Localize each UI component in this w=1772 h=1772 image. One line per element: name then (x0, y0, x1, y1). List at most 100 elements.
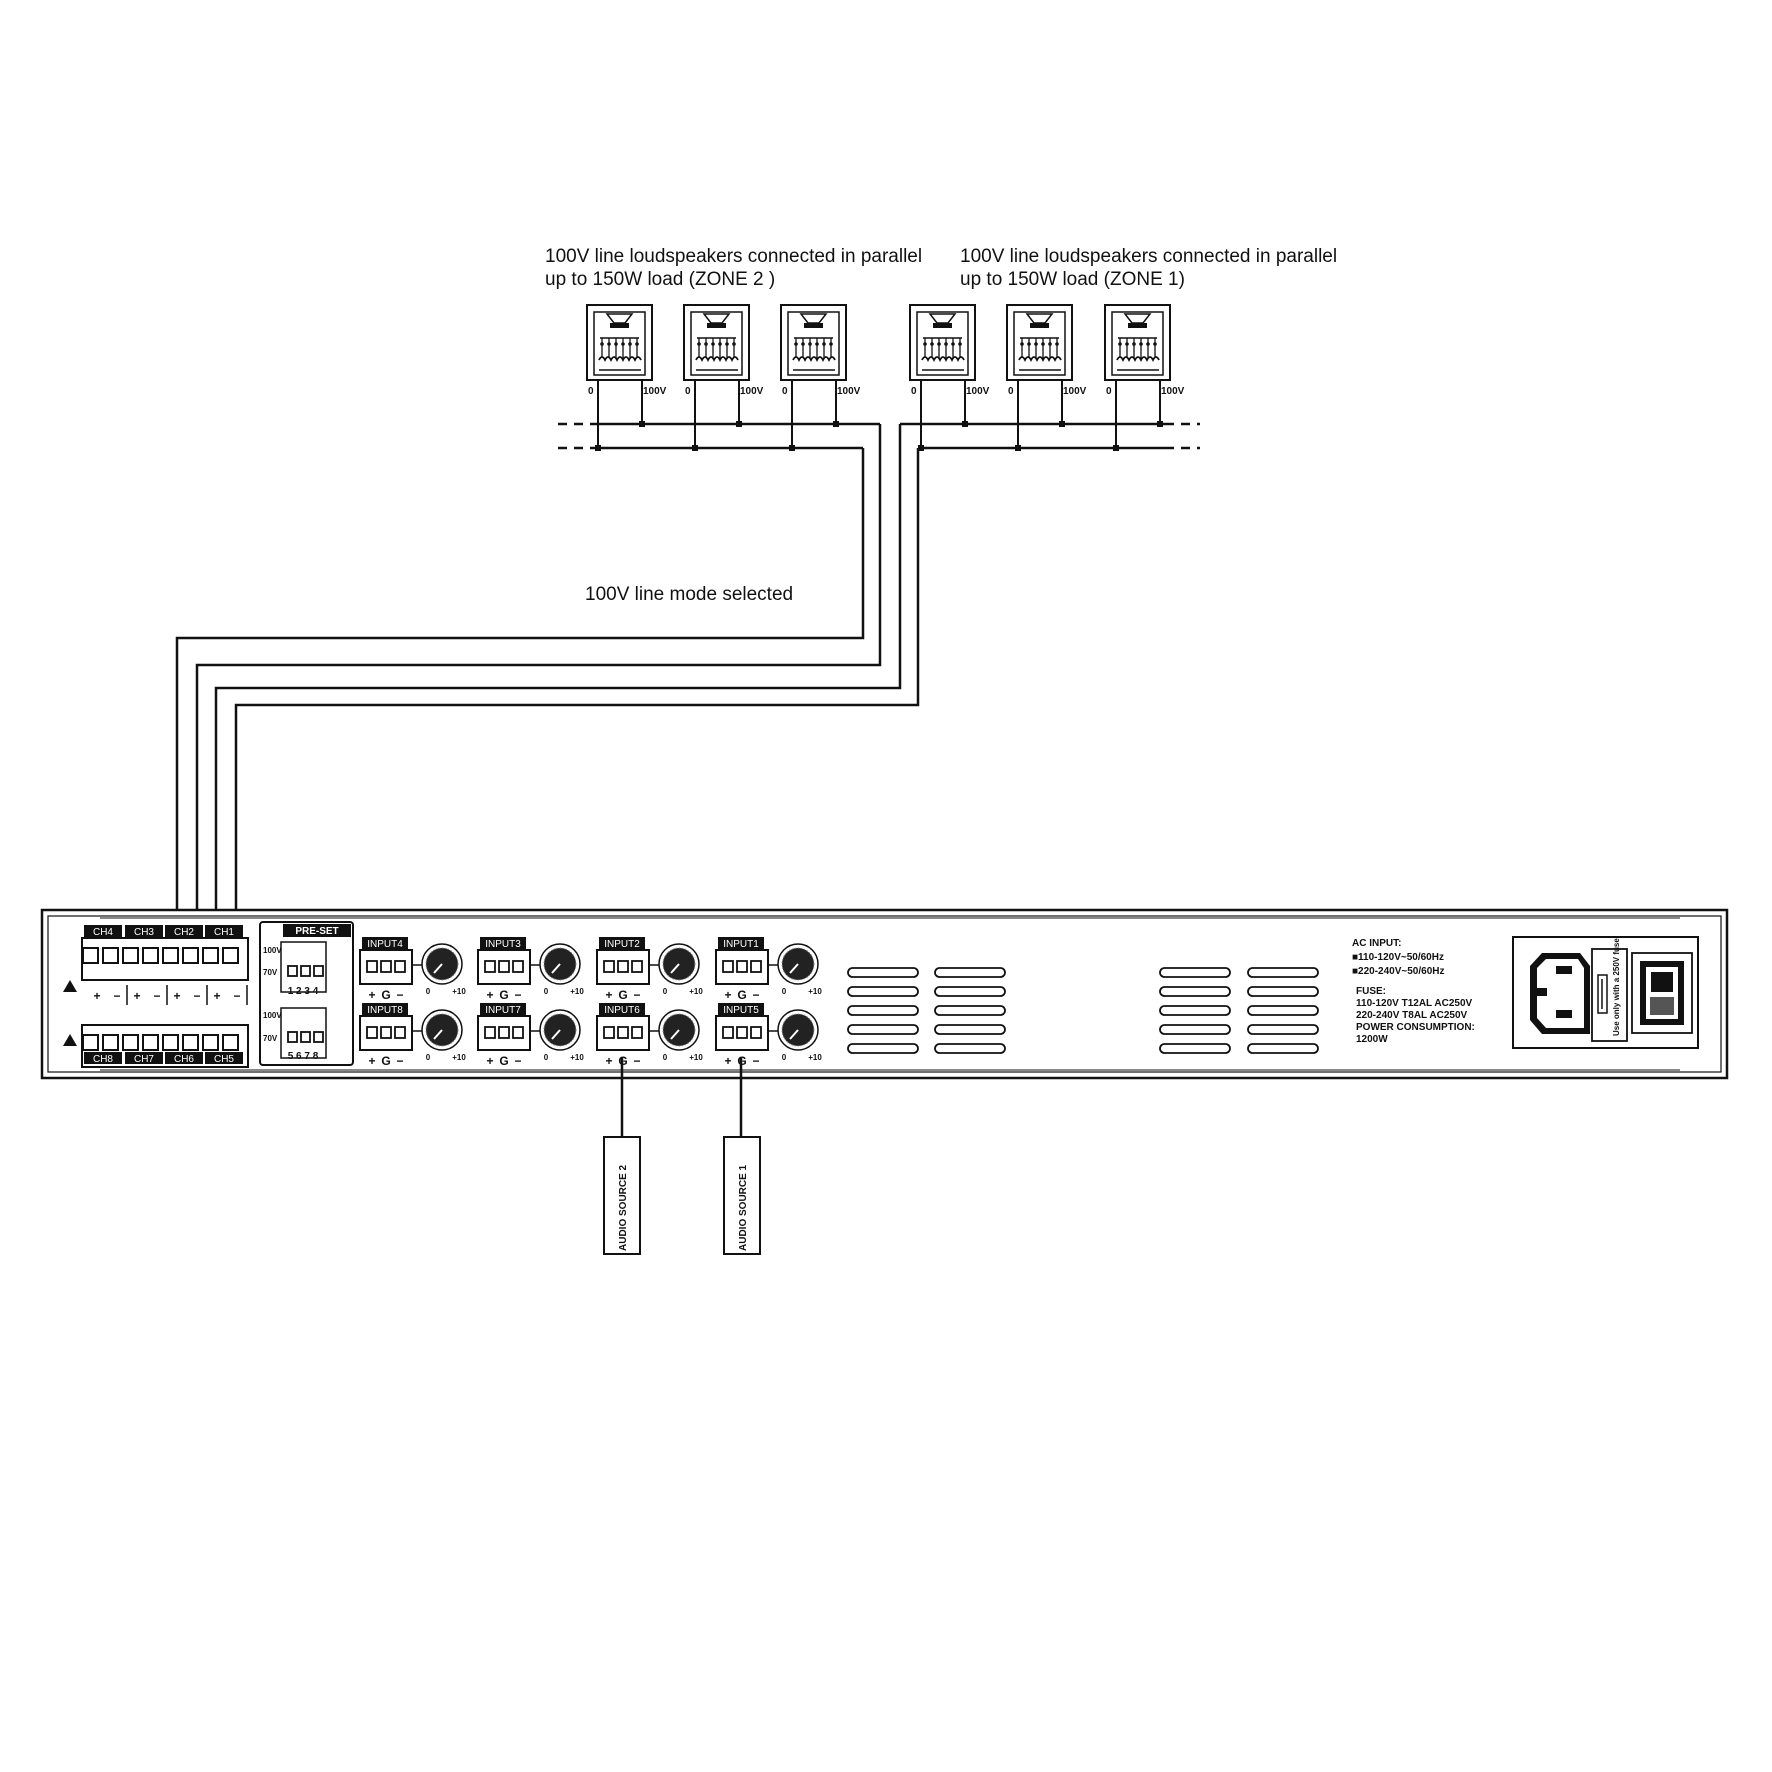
output-terminal-screw[interactable] (122, 1034, 139, 1051)
speaker-tap-0-label: 0 (588, 386, 594, 397)
knob-max-label: +10 (689, 987, 703, 996)
input-pin-label: + (724, 1054, 731, 1068)
knob-min-label: 0 (663, 1053, 668, 1062)
channel-label-ch3: CH3 (134, 927, 154, 938)
dip-switch[interactable] (300, 965, 311, 977)
speaker-tap-100v-label: 100V (643, 386, 667, 397)
speaker-tap-100v-label: 100V (966, 386, 990, 397)
input-pin (366, 960, 378, 973)
output-terminal-screw[interactable] (102, 1034, 119, 1051)
zone1-caption-line2: up to 150W load (ZONE 1) (960, 269, 1185, 290)
power-switch[interactable] (1631, 952, 1693, 1034)
output-terminal-screw[interactable] (122, 947, 139, 964)
power-module: Use only with a 250V fuse (1512, 936, 1699, 1049)
output-terminal-screw[interactable] (142, 1034, 159, 1051)
fuse-line2: 220-240V T8AL AC250V (1356, 1010, 1468, 1021)
knob-min-label: 0 (663, 987, 668, 996)
output-terminal-screw[interactable] (82, 1034, 99, 1051)
preset-70v-label-lower: 70V (263, 1034, 278, 1043)
input-label-bar (480, 937, 526, 949)
speaker-tap-0-label: 0 (782, 386, 788, 397)
output-terminal-screw[interactable] (202, 947, 219, 964)
fuse-title: FUSE: (1356, 986, 1386, 997)
output-terminal-screw[interactable] (222, 947, 239, 964)
knob-max-label: +10 (452, 987, 466, 996)
input-pin (498, 1026, 510, 1039)
warning-icon (63, 980, 77, 1046)
output-terminal-screw[interactable] (102, 947, 119, 964)
output-terminal-screw[interactable] (162, 1034, 179, 1051)
knob-pointer (789, 963, 799, 974)
speaker-tap-0-label: 0 (911, 386, 917, 397)
input-pin-label: − (396, 988, 403, 1002)
channel-label-ch7: CH7 (134, 1054, 154, 1065)
input-pin-label: − (633, 1054, 640, 1068)
input-label-bar (362, 937, 408, 949)
knob-pointer (670, 1029, 680, 1040)
dip-switch[interactable] (313, 1031, 324, 1043)
ac-info: AC INPUT: ■110-120V~50/60Hz ■220-240V~50… (1352, 938, 1475, 1045)
fuse-holder[interactable]: Use only with a 250V fuse (1591, 938, 1628, 1042)
preset-title: PRE-SET (295, 926, 338, 937)
input-label-bar (718, 1003, 764, 1015)
input-pin (394, 1026, 406, 1039)
input-pin-label: G (618, 988, 627, 1002)
input-pin-label: + (724, 988, 731, 1002)
ac-input-line1: ■110-120V~50/60Hz (1352, 952, 1444, 963)
zone1-caption-line1: 100V line loudspeakers connected in para… (960, 246, 1337, 267)
input-pin (631, 1026, 643, 1039)
channel-label-ch8: CH8 (93, 1054, 113, 1065)
output-terminal-screw[interactable] (182, 947, 199, 964)
output-terminal-screw[interactable] (202, 1034, 219, 1051)
input-pin-label: − (752, 988, 759, 1002)
vent-slot (847, 1005, 919, 1016)
output-terminal-screw[interactable] (142, 947, 159, 964)
input-pin (484, 1026, 496, 1039)
power-consumption-title: POWER CONSUMPTION: (1356, 1022, 1475, 1033)
dip-switch[interactable] (300, 1031, 311, 1043)
polarity-plus-label: + (93, 989, 100, 1003)
knob-pointer (433, 963, 443, 974)
vent-slots (847, 967, 1319, 1054)
input-pin (722, 960, 734, 973)
input-pin-label: + (486, 988, 493, 1002)
dip-switch[interactable] (287, 1031, 298, 1043)
output-terminal-screw[interactable] (162, 947, 179, 964)
dip-switch[interactable] (287, 965, 298, 977)
output-terminal-screw[interactable] (82, 947, 99, 964)
polarity-plus-label: + (173, 989, 180, 1003)
vent-slot (1247, 986, 1319, 997)
audio-source-cables (620, 1057, 743, 1137)
audio-source-1: AUDIO SOURCE 1 (723, 1136, 761, 1255)
preset-100v-label-lower: 100V (263, 1011, 282, 1020)
knob-min-label: 0 (426, 1053, 431, 1062)
input-module: INPUT3+G−0+10 (477, 937, 584, 1002)
vent-slot (1159, 1043, 1231, 1054)
input-module: INPUT1+G−0+10 (715, 937, 822, 1002)
knob-max-label: +10 (689, 1053, 703, 1062)
polarity-minus-label: − (193, 989, 200, 1003)
vent-slot (847, 986, 919, 997)
input-pin (617, 960, 629, 973)
channel-label-bar (84, 1052, 122, 1064)
output-terminal-screw[interactable] (182, 1034, 199, 1051)
knob-min-label: 0 (426, 987, 431, 996)
fuse-line1: 110-120V T12AL AC250V (1356, 998, 1473, 1009)
input-pin (603, 960, 615, 973)
input-pin (603, 1026, 615, 1039)
speaker-tap-0-label: 0 (1106, 386, 1112, 397)
channel-label-ch4: CH4 (93, 927, 113, 938)
input-label-input7: INPUT7 (485, 1005, 521, 1016)
preset-block: PRE-SET 100V 70V 100V 70V 1 2 3 4 5 6 7 … (259, 921, 354, 1066)
dip-switch[interactable] (313, 965, 324, 977)
knob-min-label: 0 (782, 987, 787, 996)
vent-slot (1159, 1024, 1231, 1035)
iec-power-inlet[interactable] (1530, 953, 1590, 1034)
output-terminal-screw[interactable] (222, 1034, 239, 1051)
input-pin (512, 960, 524, 973)
input-pin (617, 1026, 629, 1039)
